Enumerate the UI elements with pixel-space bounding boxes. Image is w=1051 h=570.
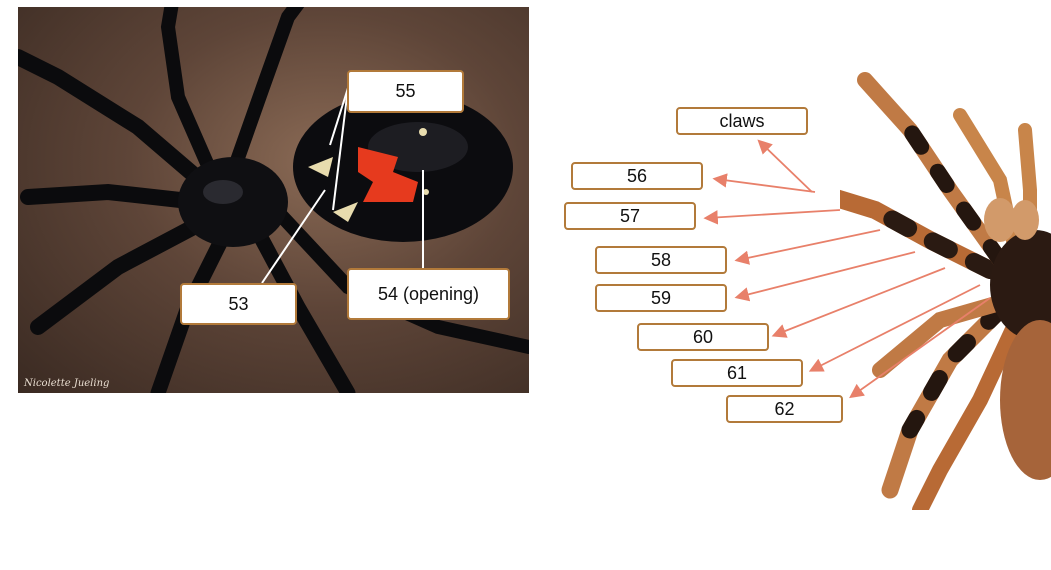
- label-59: 59: [595, 284, 727, 312]
- label-54-opening: 54 (opening): [347, 268, 510, 320]
- label-53: 53: [180, 283, 297, 325]
- tarantula-illustration: [840, 72, 1051, 510]
- black-widow-photo: Nicolette Jueling: [18, 7, 529, 393]
- arrow-56: [712, 173, 816, 193]
- label-55: 55: [347, 70, 464, 113]
- label-57: 57: [564, 202, 696, 230]
- photo-credit: Nicolette Jueling: [24, 378, 110, 389]
- label-60: 60: [637, 323, 769, 351]
- label-61: 61: [671, 359, 803, 387]
- arrow-claws: [757, 139, 813, 193]
- label-58: 58: [595, 246, 727, 274]
- label-56: 56: [571, 162, 703, 190]
- label-claws: claws: [676, 107, 808, 135]
- label-62: 62: [726, 395, 843, 423]
- black-widow-illustration: [18, 7, 529, 393]
- arrow-57: [703, 209, 841, 225]
